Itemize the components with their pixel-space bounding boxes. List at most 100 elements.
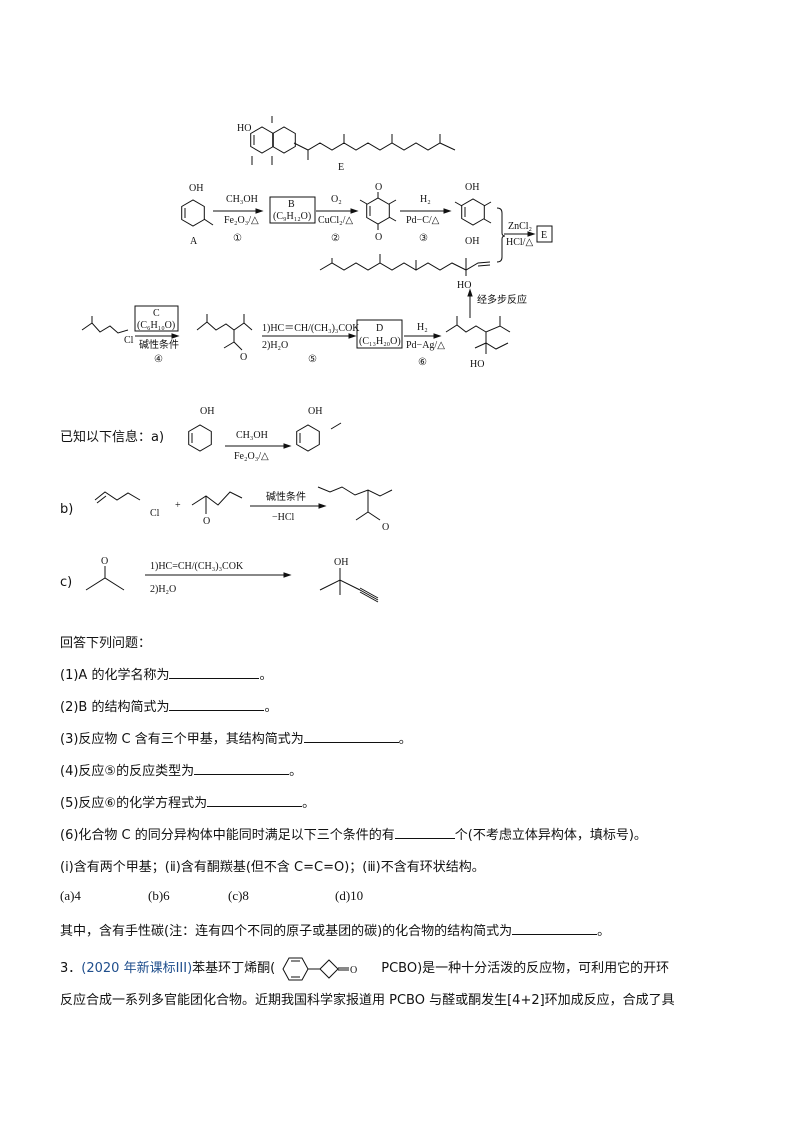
prenyl-chloride (81, 322, 129, 334)
question-5: (5)反应⑥的化学方程式为。 (60, 794, 316, 811)
brace (496, 207, 506, 263)
stepE-reagent: ZnCl₂ (508, 221, 532, 232)
cresol-OH: OH (308, 406, 322, 417)
product-HO: HO (470, 359, 484, 370)
step1-condition: Fe₂O₃/△ (224, 215, 259, 226)
A-label: A (190, 236, 198, 247)
conditions: (ⅰ)含有两个甲基；(ⅱ)含有酮羰基(但不含 C=C=O)；(ⅲ)不含有环状结构… (60, 860, 485, 875)
E-side-chain (293, 142, 456, 151)
C-formula: (C₆H₁₀O) (137, 320, 175, 331)
problem3-line1: 3．(2020 年新课标III)苯基环丁烯酮( O PCBO)是一种十分活泼的反… (60, 957, 669, 980)
step6-reagent: H₂ (417, 322, 428, 333)
step5-number: ⑤ (308, 354, 317, 365)
phenol-OH: OH (200, 406, 214, 417)
info-b-O: O (382, 522, 389, 533)
info-a-reagent: CH₃OH (236, 430, 268, 441)
C-name: C (153, 308, 160, 319)
answer-blank-4[interactable] (194, 762, 290, 775)
pcbo-structure: O (275, 957, 381, 980)
quinone-O-bottom: O (375, 232, 382, 243)
info-c-label: c) (60, 575, 73, 590)
step2-number: ② (331, 233, 340, 244)
B-formula: (C₉H₁₂O) (273, 211, 311, 222)
B-name: B (288, 199, 295, 210)
phytol-chain (319, 261, 491, 271)
alkynol-OH: OH (334, 557, 348, 568)
option-b: (b)6 (148, 888, 170, 903)
answer-blank-1[interactable] (169, 666, 260, 679)
stepE-condition: HCl/△ (506, 237, 533, 248)
arrows (135, 208, 536, 339)
E-box (536, 225, 553, 243)
hydroquinone-OH-top: OH (465, 182, 479, 193)
step5-water: 2)H₂O (262, 340, 288, 351)
diene-alcohol (445, 324, 511, 333)
quinone-O-top: O (375, 182, 382, 193)
step3-reagent: H₂ (420, 194, 431, 205)
answer-blank-3[interactable] (303, 730, 399, 743)
pcbo-O: O (350, 965, 357, 976)
step6-number: ⑥ (418, 357, 427, 368)
question-2: (2)B 的结构简式为。 (60, 698, 278, 715)
chiral-question: 其中，含有手性碳(注：连有四个不同的原子或基团的碳)的化合物的结构简式为。 (60, 922, 611, 939)
Cl-label: Cl (124, 335, 134, 346)
D-name: D (376, 323, 383, 334)
ketone-product (196, 321, 253, 331)
question-1: (1)A 的化学名称为。 (60, 666, 273, 683)
questions-header: 回答下列问题： (60, 636, 152, 651)
enone-O: O (203, 516, 210, 527)
hydroquinone-OH-bottom: OH (465, 236, 479, 247)
option-c: (c)8 (228, 888, 249, 903)
E-HO-label: HO (237, 123, 251, 134)
phenol-ring (188, 424, 212, 452)
info-b-label: b) (60, 502, 74, 517)
option-d: (d)10 (335, 888, 364, 903)
ketone-O: O (240, 352, 247, 363)
reaction-scheme: HO E OH A CH₃OH Fe₂O₃/△ ① B (C₉H₁₂O) O₂ … (81, 116, 553, 603)
D-box (356, 319, 403, 349)
E-box-label: E (541, 230, 547, 241)
E-label: E (338, 162, 344, 173)
B-box (269, 196, 316, 224)
allyl-chloride (94, 491, 141, 501)
step2-condition: CuCl₂/△ (318, 215, 353, 226)
step3-number: ③ (419, 233, 428, 244)
answer-blank-5[interactable] (207, 794, 303, 807)
plus-sign: + (175, 500, 181, 511)
question-3: (3)反应物 C 含有三个甲基，其结构简式为。 (60, 730, 412, 747)
C-box (134, 305, 179, 332)
ring-structures (181, 126, 485, 452)
answer-blank-7[interactable] (512, 922, 598, 935)
info-c-water: 2)H₂O (150, 584, 176, 595)
problem3-source[interactable]: (2020 年新课标III) (81, 961, 193, 976)
enone (191, 491, 243, 506)
acetone (85, 577, 125, 591)
step3-condition: Pd−C/△ (406, 215, 440, 226)
answer-blank-6[interactable] (394, 826, 455, 839)
D-formula: (C₁₃H₂₀O) (359, 336, 401, 347)
step1-reagent: CH₃OH (226, 194, 258, 205)
info-c-reagent: 1)HC=CH/(CH₃)₃COK (150, 561, 244, 572)
info-intro: 已知以下信息：a) (60, 430, 165, 445)
info-b-product (317, 486, 393, 497)
step6-condition: Pd−Ag/△ (406, 340, 445, 351)
acetone-O: O (101, 556, 108, 567)
A-ring (181, 199, 205, 227)
step1-number: ① (233, 233, 242, 244)
info-a-condition: Fe₂O₃/△ (234, 451, 269, 462)
info-b-byproduct: −HCl (272, 512, 295, 523)
question-4: (4)反应⑤的反应类型为。 (60, 762, 303, 779)
problem3-line2: 反应合成一系列多官能团化合物。近期我国科学家报道用 PCBO 与醛或酮发生[4+… (60, 993, 675, 1008)
A-OH: OH (189, 183, 203, 194)
question-6: (6)化合物 C 的同分异构体中能同时满足以下三个条件的有个(不考虑立体异构体，… (60, 826, 647, 843)
info-b-condition: 碱性条件 (266, 490, 306, 503)
option-a: (a)4 (60, 888, 81, 903)
answer-blank-2[interactable] (169, 698, 265, 711)
cresol-ring (296, 424, 320, 452)
step5-reagent: 1)HC＝CH/(CH₃)₃COK (262, 323, 360, 334)
step4-number: ④ (154, 354, 163, 365)
chain-HO: HO (457, 280, 471, 291)
step2-reagent: O₂ (331, 194, 342, 205)
info-b-Cl: Cl (150, 508, 160, 519)
step4-condition: 碱性条件 (139, 338, 179, 351)
